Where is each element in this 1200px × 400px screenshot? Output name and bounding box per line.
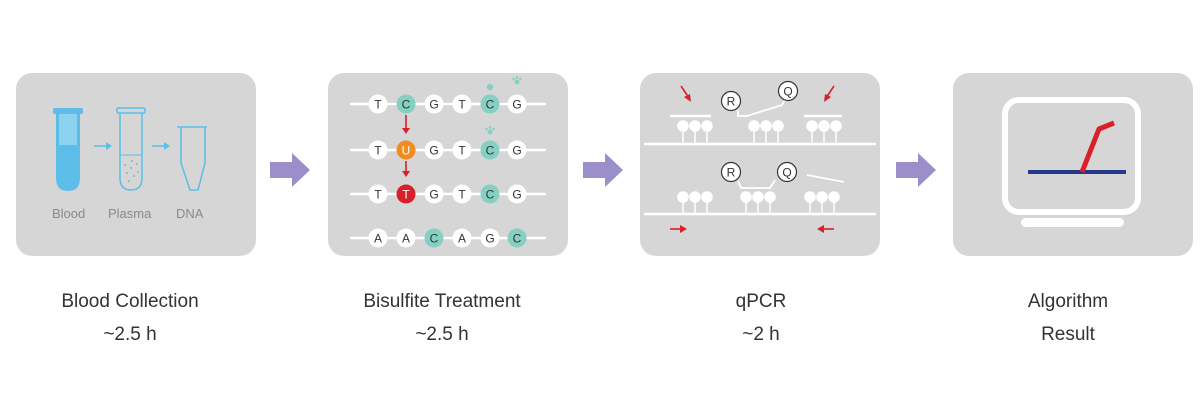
- dna-label: DNA: [176, 206, 204, 221]
- conversion-arrow-icon: [402, 171, 410, 177]
- nucleotide-label: G: [485, 232, 494, 246]
- primer-arrow-icon: [817, 225, 834, 233]
- nucleotide-label: T: [374, 188, 382, 202]
- blood-collection-illustration: [53, 107, 207, 191]
- nucleotide-t: T: [368, 184, 388, 204]
- probe-label: Q: [782, 166, 791, 180]
- nucleotide-label: U: [402, 144, 411, 158]
- quencher-icon: [776, 161, 798, 183]
- nucleotide-label: C: [486, 144, 495, 158]
- nucleotide-label: T: [374, 98, 382, 112]
- nucleotide-c: C: [396, 94, 416, 114]
- step-title: Blood Collection: [61, 291, 199, 312]
- methyl-mark-icon: [485, 126, 495, 135]
- step-caption: qPCR ~2 h: [641, 285, 881, 351]
- probe-label: R: [727, 166, 736, 180]
- nucleotide-label: T: [402, 188, 410, 202]
- nucleotide-label: T: [458, 188, 466, 202]
- nucleotide-label: G: [429, 144, 438, 158]
- nucleotide-g: G: [424, 184, 444, 204]
- step-caption: Blood Collection ~2.5 h: [10, 285, 250, 351]
- nucleotide-label: G: [512, 144, 521, 158]
- probe-label: R: [727, 95, 736, 109]
- nucleotide-g: G: [480, 228, 500, 248]
- blood-collection-panel: Blood Plasma DNA: [16, 73, 256, 256]
- conversion-arrow-icon: [402, 128, 410, 134]
- nucleotide-c: C: [480, 184, 500, 204]
- step-arrow-icon: [583, 153, 623, 187]
- nucleotide-label: C: [513, 232, 522, 246]
- nucleotide-label: G: [429, 98, 438, 112]
- reporter-icon: [720, 90, 742, 112]
- step-arrow-icon: [270, 153, 310, 187]
- quencher-icon: [777, 80, 799, 102]
- nucleotide-g: G: [507, 140, 527, 160]
- plasma-label: Plasma: [108, 206, 152, 221]
- nucleotide-t: T: [368, 140, 388, 160]
- nucleotide-label: C: [402, 98, 411, 112]
- nucleotide-label: G: [512, 98, 521, 112]
- nucleotide-u: U: [396, 140, 416, 160]
- nucleotide-label: A: [374, 232, 382, 246]
- methyl-mark-icon: [486, 83, 494, 91]
- monitor-icon: [1002, 97, 1141, 227]
- step-duration: ~2.5 h: [103, 324, 157, 345]
- nucleotide-label: C: [486, 188, 495, 202]
- step-arrow-icon: [896, 153, 936, 187]
- dna-tube-icon: [177, 126, 207, 191]
- methyl-mark-icon: [512, 76, 522, 85]
- probe-label: Q: [783, 85, 792, 99]
- primer-arrow-icon: [680, 85, 691, 102]
- step-title: Bisulfite Treatment: [363, 291, 521, 312]
- nucleotide-a: A: [396, 228, 416, 248]
- arrow-right-icon: [94, 142, 112, 150]
- nucleotide-label: G: [429, 188, 438, 202]
- nucleotide-a: A: [452, 228, 472, 248]
- nucleotide-t: T: [452, 140, 472, 160]
- nucleotide-label: C: [430, 232, 439, 246]
- arrow-right-icon: [152, 142, 170, 150]
- step-title: Algorithm: [1027, 291, 1109, 312]
- primer-arrow-icon: [670, 225, 687, 233]
- nucleotide-label: A: [458, 232, 466, 246]
- nucleotide-label: C: [486, 98, 495, 112]
- nucleotide-a: A: [368, 228, 388, 248]
- qpcr-illustration: R Q R Q: [644, 80, 876, 233]
- nucleotide-g: G: [507, 94, 527, 114]
- bisulfite-illustration: T C G T C G T U G T C G T T G T C G A A C A G C: [350, 76, 546, 248]
- step-caption: Algorithm Result: [948, 285, 1188, 351]
- nucleotide-label: G: [512, 188, 521, 202]
- nucleotide-c: C: [507, 228, 527, 248]
- nucleotide-label: T: [374, 144, 382, 158]
- nucleotide-label: A: [402, 232, 410, 246]
- step-duration: ~2 h: [742, 324, 780, 345]
- nucleotide-g: G: [424, 94, 444, 114]
- bisulfite-panel: T C G T C G T U G T C G T T G T C G A A C A G C: [328, 73, 568, 256]
- nucleotide-g: G: [424, 140, 444, 160]
- nucleotide-g: G: [507, 184, 527, 204]
- step-caption: Bisulfite Treatment ~2.5 h: [322, 285, 562, 351]
- step-duration: Result: [1041, 324, 1095, 345]
- nucleotide-label: T: [458, 144, 466, 158]
- step-title: qPCR: [735, 291, 787, 312]
- nucleotide-t: T: [396, 184, 416, 204]
- nucleotide-t: T: [452, 184, 472, 204]
- nucleotide-c: C: [424, 228, 444, 248]
- blood-tube-icon: [53, 108, 83, 191]
- step-duration: ~2.5 h: [415, 324, 469, 345]
- nucleotide-c: C: [480, 140, 500, 160]
- reporter-icon: [720, 161, 742, 183]
- algorithm-panel: [953, 73, 1193, 256]
- nucleotide-t: T: [452, 94, 472, 114]
- blood-label: Blood: [52, 206, 86, 221]
- nucleotide-c: C: [480, 94, 500, 114]
- nucleotide-t: T: [368, 94, 388, 114]
- plasma-tube-icon: [116, 107, 146, 191]
- nucleotide-label: T: [458, 98, 466, 112]
- primer-arrow-icon: [824, 85, 835, 102]
- qpcr-panel: R Q R Q: [640, 73, 880, 256]
